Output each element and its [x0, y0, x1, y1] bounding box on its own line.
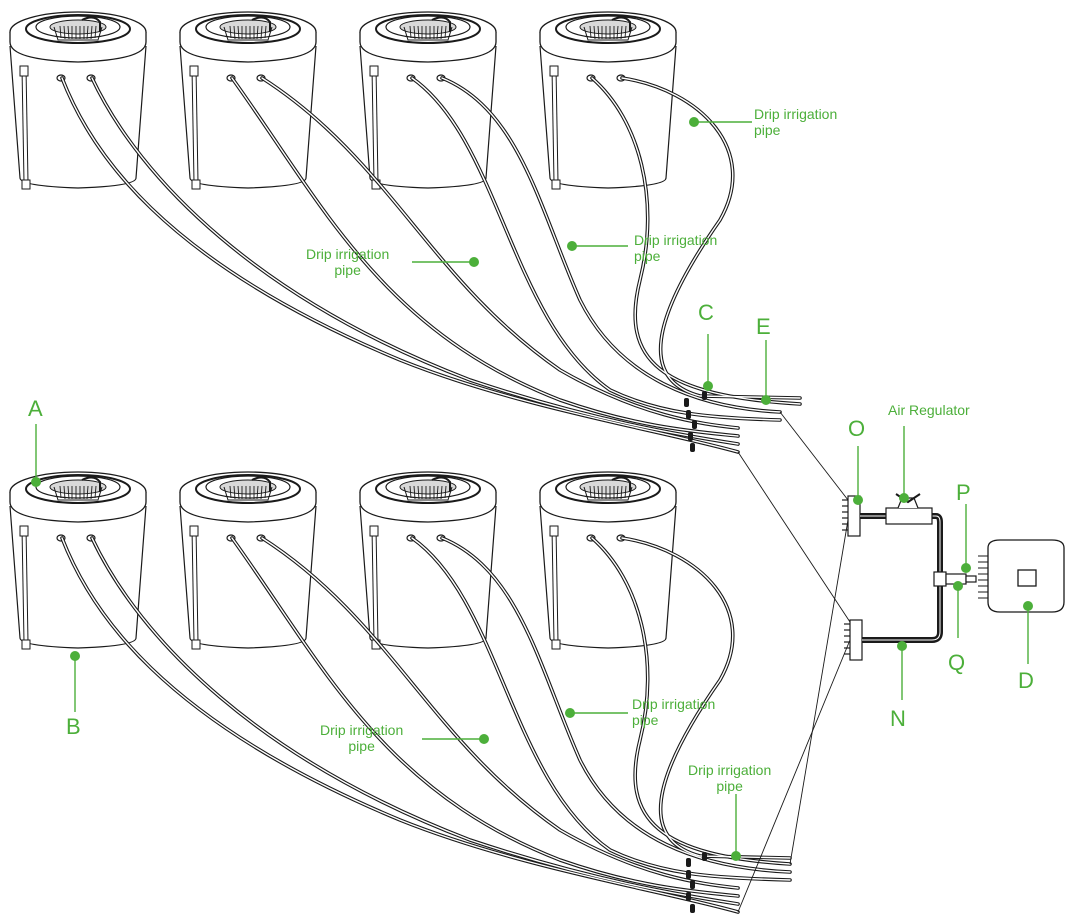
drip-pipe-6-line2: pipe: [716, 778, 743, 794]
label-e: E: [756, 314, 771, 339]
drip-pipe-1-line1: Drip irrigation: [754, 106, 838, 122]
bucket-top-4: [539, 11, 677, 190]
leaders: [35, 121, 1029, 856]
air-hose: [860, 513, 943, 643]
manifold-lower: [844, 619, 863, 661]
label-q: Q: [948, 650, 966, 675]
manifold-upper: [842, 495, 861, 537]
air-lines: [737, 411, 851, 913]
drip-pipe-5-line1: Drip irrigation: [632, 696, 716, 712]
label-drip-pipe-1: Drip irrigation pipe: [754, 106, 837, 138]
drip-pipe-6-line1: Drip irrigation: [688, 762, 772, 778]
label-p: P: [956, 480, 971, 505]
label-drip-pipe-5: Drip irrigation pipe: [632, 696, 715, 728]
label-o: O: [848, 416, 866, 441]
drip-pipe-3-line1: Drip irrigation: [634, 232, 718, 248]
bucket-top-1: [9, 11, 147, 190]
leader-dots: [31, 117, 1033, 861]
label-drip-pipe-2: Drip irrigation pipe: [306, 246, 389, 278]
drip-pipe-4-line2: pipe: [348, 738, 375, 754]
drip-pipe-2-line1: Drip irrigation: [306, 246, 390, 262]
drip-pipe-2-line2: pipe: [334, 262, 361, 278]
label-drip-pipe-3: Drip irrigation pipe: [634, 232, 717, 264]
drip-pipe-3-line2: pipe: [634, 248, 661, 264]
label-drip-pipe-6: Drip irrigation pipe: [688, 762, 771, 794]
label-n: N: [890, 706, 906, 731]
bucket-bottom-4: [539, 471, 677, 650]
label-a: A: [28, 396, 43, 421]
label-d: D: [1018, 668, 1034, 693]
drip-pipe-4-line1: Drip irrigation: [320, 722, 404, 738]
drip-pipe-1-line2: pipe: [754, 122, 781, 138]
label-air-regulator: Air Regulator: [888, 402, 970, 418]
tube-connectors: [684, 391, 707, 913]
bucket-bottom-1: [9, 471, 147, 650]
air-regulator: [885, 493, 933, 525]
drip-pipe-5-line2: pipe: [632, 712, 659, 728]
air-pump: [978, 539, 1065, 613]
label-b: B: [66, 714, 81, 739]
label-c: C: [698, 300, 714, 325]
label-drip-pipe-4: Drip irrigation pipe: [320, 722, 403, 754]
